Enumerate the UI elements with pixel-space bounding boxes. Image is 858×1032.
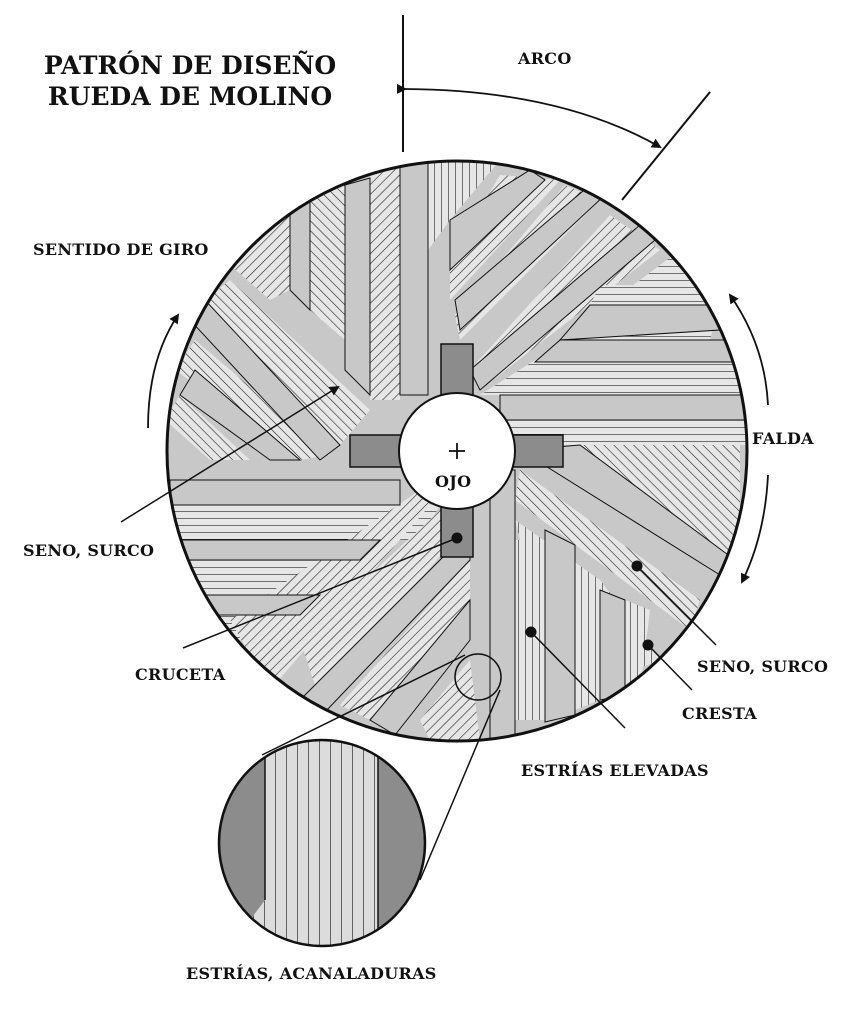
- leader-cresta: [647, 644, 693, 691]
- rotation-arrow-left: [147, 313, 180, 429]
- label-arco: ARCO: [518, 49, 572, 68]
- title-line-1: PATRÓN DE DISEÑO: [43, 51, 337, 80]
- label-seno-surco-left: SENO, SURCO: [23, 541, 155, 560]
- label-sentido-de-giro: SENTIDO DE GIRO: [33, 240, 209, 259]
- leader-cruceta: [182, 537, 458, 649]
- label-estrias-acanaladuras: ESTRÍAS, ACANALADURAS: [186, 964, 437, 983]
- label-seno-surco-right: SENO, SURCO: [697, 657, 829, 676]
- label-cruceta: CRUCETA: [135, 665, 226, 684]
- arc-reference-diagonal: [621, 91, 711, 201]
- furrow-quarter-top-left: [167, 161, 400, 460]
- label-estrias-elevadas: ESTRÍAS ELEVADAS: [521, 761, 709, 780]
- magnify-line-left: [261, 654, 466, 756]
- point-cruceta: [451, 532, 463, 544]
- label-falda: FALDA: [752, 429, 814, 448]
- point-estrias-elevadas: [525, 626, 537, 638]
- magnified-outline: [217, 738, 427, 948]
- point-seno-surco: [631, 560, 643, 572]
- leader-seno-surco-left: [120, 385, 340, 523]
- leader-estrias-elevadas: [530, 631, 626, 729]
- magnify-line-right: [419, 689, 501, 881]
- diagram-title: PATRÓN DE DISEÑO RUEDA DE MOLINO: [20, 50, 360, 113]
- lands: [169, 161, 747, 741]
- center-cross-icon: [449, 443, 465, 459]
- label-cresta: CRESTA: [682, 704, 758, 723]
- rotation-arrow-right-top: [728, 293, 769, 406]
- arc-arrow: [396, 83, 662, 148]
- leader-seno-surco-right: [636, 565, 717, 646]
- point-cresta: [642, 639, 654, 651]
- millstone-face: [167, 161, 747, 741]
- rotation-arrow-right-bottom: [741, 474, 769, 584]
- title-line-2: RUEDA DE MOLINO: [47, 82, 333, 112]
- label-ojo: OJO: [435, 472, 472, 491]
- millstone-outline: [165, 159, 749, 743]
- magnify-source-circle: [454, 653, 502, 701]
